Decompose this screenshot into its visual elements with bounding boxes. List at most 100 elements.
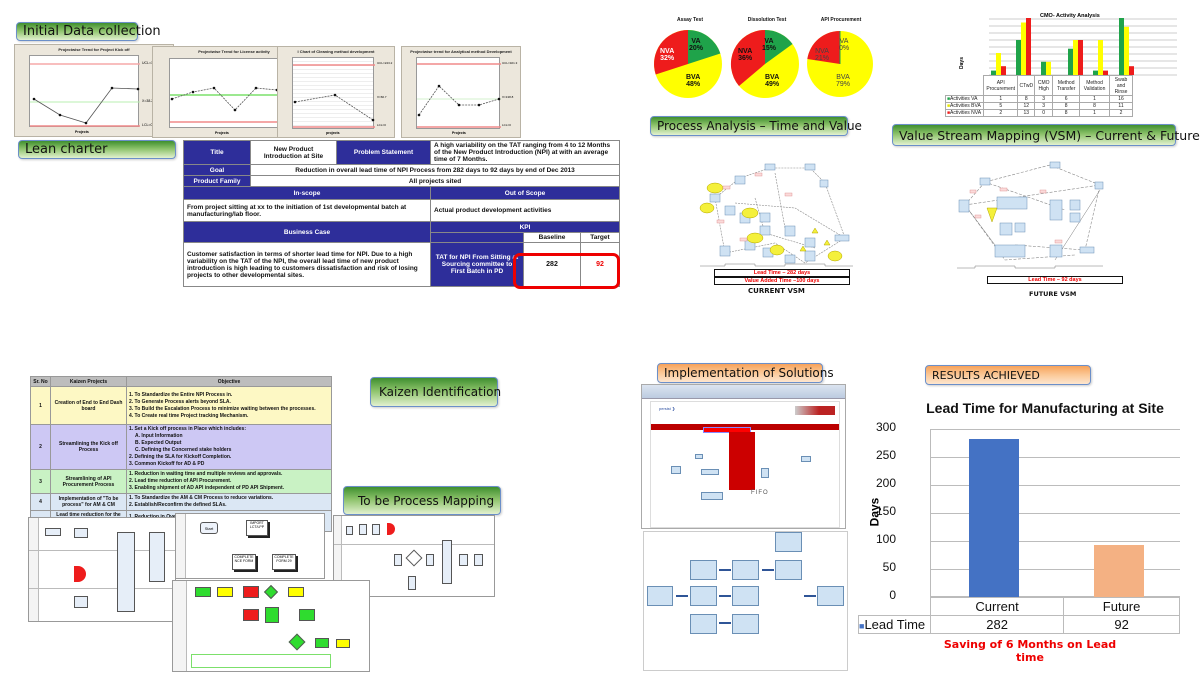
kaizen-objective: 1. Set a Kick off process in Place which…	[126, 424, 332, 470]
x-axis-label: Projects	[75, 130, 89, 134]
cmo-cell: 3	[1034, 95, 1054, 103]
cmo-series-name: Activities NVA	[950, 110, 982, 116]
pie-chart-dissolution	[730, 29, 799, 98]
pie-value: 49%	[765, 81, 780, 88]
cmo-cell: 1	[1079, 95, 1111, 103]
pie-label: NVA	[660, 48, 675, 55]
kaizen-srno: 3	[30, 469, 51, 494]
section-process-analysis: Process Analysis – Time and Value	[650, 116, 862, 136]
charter-family-label: Product Family	[183, 175, 251, 187]
chart-title: Projectwise Trend for License activity	[198, 49, 270, 54]
future-vsm-diagram	[955, 160, 1105, 270]
cmo-cell: 2	[1109, 109, 1133, 117]
pie-value: 79%	[836, 81, 851, 88]
charter-kpi-label: KPI	[430, 221, 620, 233]
pie-label: BVA	[686, 74, 701, 81]
pie-value: 21%	[815, 55, 830, 62]
flowchart-colored	[172, 580, 370, 672]
charter-kpi-value: TAT for NPI From Sitting at Sourcing com…	[430, 242, 524, 287]
trend-line-plot	[170, 86, 280, 123]
pie-title-assay: Assay Test	[676, 17, 704, 23]
charter-inscope-label: In-scope	[183, 186, 431, 200]
cmo-category: CTwD	[1017, 75, 1036, 96]
charter-baseline-label: Baseline	[523, 232, 581, 243]
charter-outscope-value: Actual product development activities	[430, 199, 620, 222]
legend-square-icon: ■	[947, 103, 951, 109]
pie-chart-api-procurement	[807, 30, 873, 97]
x-axis-label: Projects	[215, 131, 229, 135]
cmo-data-table: API Procurement CTwD CMO High Method Tra…	[945, 75, 1133, 117]
legend-label: Lead Time	[864, 617, 926, 632]
charter-goal-value: Reduction in overall lead time of NPI Pr…	[250, 164, 620, 176]
cmo-bar-chart	[989, 18, 1177, 76]
trend-chart-cleaning: I Chart of Cleaning method development U…	[277, 46, 395, 138]
pie-chart-assay	[654, 30, 722, 98]
section-initial-data-collection: Initial Data collection	[16, 22, 161, 41]
pie-value: 32%	[660, 55, 675, 62]
flow-nce-box: COMPLETE NCE FORM	[232, 554, 256, 570]
section-to-be-process-mapping: To be Process Mapping	[343, 486, 501, 515]
trend-line-plot	[293, 64, 375, 128]
cmo-cell: 1	[982, 95, 1019, 103]
legend-square-icon: ■	[859, 621, 865, 631]
section-lean-charter: Lean charter	[18, 140, 176, 159]
results-chart-title: Lead Time for Manufacturing at Site	[926, 400, 1164, 416]
legend-square-icon: ■	[947, 110, 951, 116]
category-current: Current	[929, 597, 1065, 616]
pie-value: 15%	[762, 45, 777, 52]
cmo-cell: 8	[1052, 102, 1081, 110]
lcl-label: LCL=0	[502, 123, 511, 127]
kaizen-row: 3 Streamlining of API Procurement Proces…	[30, 469, 332, 494]
kpi-highlight-box	[513, 253, 620, 289]
charter-problem-value: A high variability on the TAT ranging fr…	[430, 140, 620, 165]
kaizen-row: 4 Implementation of "To be process" for …	[30, 493, 332, 511]
cmo-cell: 12	[1017, 102, 1036, 110]
section-implementation: Implementation of Solutions	[657, 363, 834, 383]
bar-current	[969, 439, 1019, 597]
kaizen-objective: 1. Reduction in waiting time and multipl…	[126, 469, 332, 494]
chart-title: Projectwise Trend for Project Kick off	[58, 47, 130, 52]
cmo-cell: 6	[1052, 95, 1081, 103]
charter-goal-label: Goal	[183, 164, 251, 176]
pie-value: 36%	[738, 55, 753, 62]
kaizen-project: Streamlining the Kick off Process	[50, 424, 127, 470]
results-y-axis: 300 250 200 150 100 50 0	[875, 420, 896, 602]
charter-outscope-label: Out of Scope	[430, 186, 620, 200]
flow-import-box: IMPORT LCT/LPP	[246, 520, 268, 536]
results-data-table: Current Future ■Lead Time 282 92	[858, 597, 1180, 634]
pie-label: VA	[691, 38, 701, 45]
pie-label: VA	[839, 38, 849, 45]
swimlane-diagram-1	[28, 517, 176, 622]
category-future: Future	[1063, 597, 1180, 616]
cmo-cell: 5	[982, 102, 1019, 110]
dashboard-screenshot: persist ❯ FIFO	[641, 384, 846, 529]
x-axis-label: Projects	[452, 131, 466, 135]
x-axis-label: projects	[326, 131, 340, 135]
cmo-cell: 13	[1017, 109, 1036, 117]
pie-label: BVA	[765, 74, 780, 81]
savings-annotation: Saving of 6 Months on Lead time	[943, 638, 1117, 664]
future-vsm-caption: FUTURE VSM	[1029, 290, 1077, 298]
charter-family-value: All projects sited	[250, 175, 620, 187]
pie-title-dissolution: Dissolution Test	[747, 17, 787, 23]
current-vsm-diagram	[695, 158, 855, 270]
cmo-cell: 8	[1017, 95, 1036, 103]
pie-label: NVA	[738, 48, 753, 55]
cmo-series-name: Activities BVA	[950, 103, 981, 109]
cmo-category: Method Transfer	[1052, 75, 1081, 96]
value-future: 92	[1063, 615, 1180, 634]
cmo-category: Method Validation	[1079, 75, 1111, 96]
mean-label: X=66.7	[377, 95, 387, 99]
kaizen-srno: 2	[30, 424, 51, 470]
kaizen-header-objective: Objective	[126, 376, 332, 387]
ucl-label: UCL=105.3	[142, 61, 160, 65]
cmo-cell: 16	[1109, 95, 1133, 103]
kaizen-project: Creation of End to End Dash board	[50, 386, 127, 425]
trend-chart-analytical: Projectwise trend for Analytical method …	[401, 46, 521, 138]
pie-label: VA	[764, 38, 774, 45]
cmo-cell: 8	[1079, 102, 1111, 110]
pie-title-api-procurement: API Procurement	[820, 17, 862, 23]
kaizen-project: Streamlining of API Procurement Process	[50, 469, 127, 494]
flow-start-box: Start	[200, 522, 218, 534]
charter-title-label: Title	[183, 140, 251, 165]
